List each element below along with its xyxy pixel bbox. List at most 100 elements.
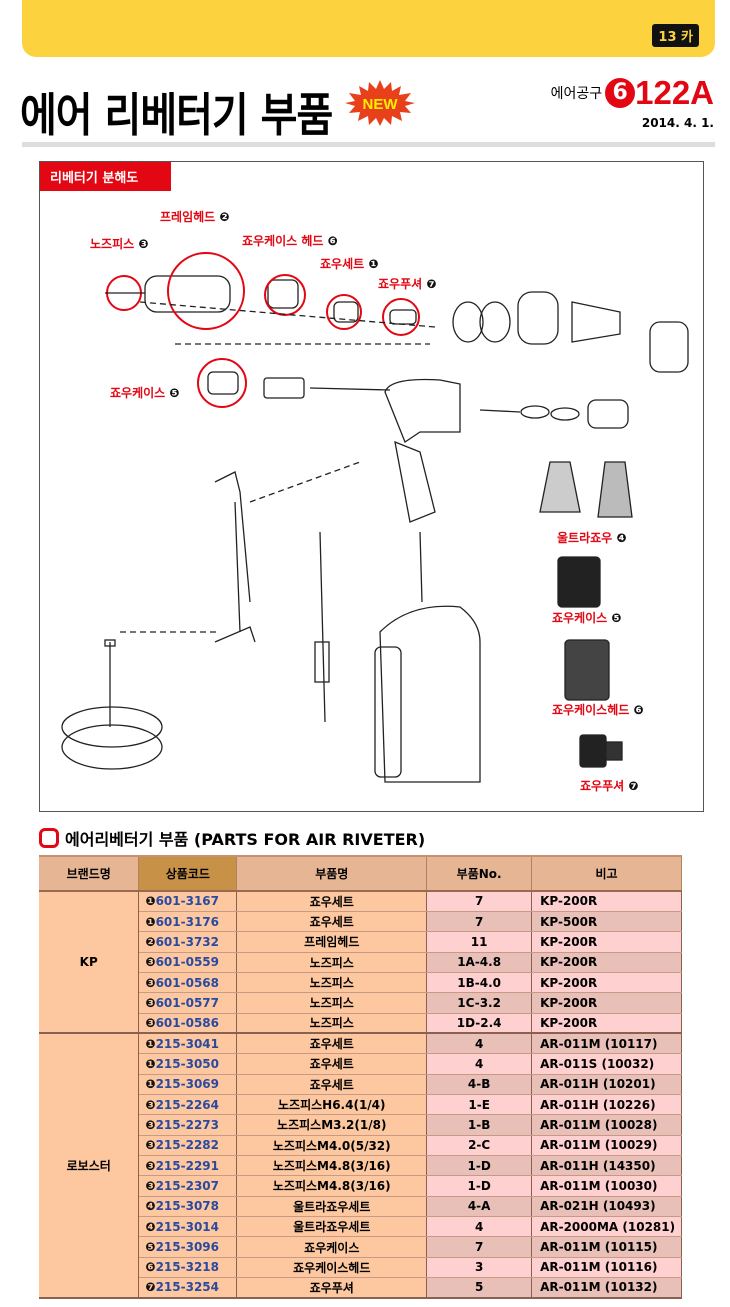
remark: AR-011H (14350) — [531, 1155, 682, 1177]
callout-number: ❸ — [145, 1138, 156, 1153]
label-frame-head: 프레임헤드 ❷ — [160, 210, 230, 224]
product-code: ❶215-3041 — [138, 1033, 238, 1055]
part-name: 노즈피스H6.4(1/4) — [236, 1094, 428, 1116]
product-code: ❹215-3078 — [138, 1196, 238, 1218]
product-code: ❷601-3732 — [138, 931, 238, 953]
remark: KP-200R — [531, 952, 682, 973]
code-text: 215-2273 — [155, 1117, 219, 1132]
part-name: 노즈피스M4.8(3/16) — [236, 1175, 428, 1197]
new-badge-burst-icon: NEW — [345, 80, 415, 126]
callout-number: ❸ — [145, 995, 156, 1010]
code-text: 215-3254 — [155, 1280, 219, 1295]
code-text: 601-0586 — [155, 1015, 219, 1030]
callout-number: ❸ — [145, 1015, 156, 1030]
new-badge-text: NEW — [363, 96, 399, 113]
part-no: 4-A — [426, 1196, 533, 1218]
part-no: 1C-3.2 — [426, 992, 533, 1014]
col-remark: 비고 — [531, 855, 682, 892]
code-text: 215-3041 — [155, 1036, 219, 1051]
category-number: 6 — [605, 78, 636, 108]
label-ultra-jaw: 울트라죠우 ❹ — [557, 531, 627, 545]
part-name: 노즈피스 — [236, 972, 428, 994]
part-name: 죠우세트 — [236, 1033, 428, 1055]
callout-number: ❸ — [145, 1117, 156, 1132]
divider — [22, 142, 715, 147]
part-name: 울트라죠우세트 — [236, 1216, 428, 1238]
product-code: ❸215-2264 — [138, 1094, 238, 1116]
callout-number: ❻ — [145, 1260, 156, 1275]
product-code: ❼215-3254 — [138, 1277, 238, 1299]
product-code: ❸215-2282 — [138, 1135, 238, 1156]
callout-number: ❶ — [145, 914, 156, 929]
code-text: 601-0568 — [155, 975, 219, 990]
remark: AR-011H (10201) — [531, 1074, 682, 1095]
code-text: 215-3218 — [155, 1260, 219, 1275]
callout-number: ❸ — [145, 1158, 156, 1173]
remark: AR-021H (10493) — [531, 1196, 682, 1218]
product-code: ❸215-2291 — [138, 1155, 238, 1177]
part-name: 노즈피스 — [236, 1013, 428, 1035]
part-no: 1-D — [426, 1175, 533, 1197]
catalog-code: 에어공구 6 122A — [551, 74, 714, 112]
part-no: 5 — [426, 1277, 533, 1299]
code-text: 215-3014 — [155, 1219, 219, 1234]
part-no: 1-D — [426, 1155, 533, 1177]
code-text: 215-2307 — [155, 1178, 219, 1193]
callout-number: ❸ — [145, 1097, 156, 1112]
code-text: 215-3050 — [155, 1056, 219, 1071]
part-name: 죠우세트 — [236, 1053, 428, 1075]
label-jaw-case-photo: 죠우케이스 ❺ — [552, 611, 622, 625]
part-no: 7 — [426, 911, 533, 933]
col-part-name: 부품명 — [236, 855, 428, 892]
callout-number: ❶ — [145, 1036, 156, 1051]
remark: KP-200R — [531, 972, 682, 994]
part-no: 1A-4.8 — [426, 952, 533, 973]
part-no: 4-B — [426, 1074, 533, 1095]
label-jaw-pusher: 죠우푸셔 ❼ — [378, 277, 437, 291]
col-brand: 브랜드명 — [39, 855, 140, 892]
product-code: ❸601-0577 — [138, 992, 238, 1014]
product-code: ❸215-2307 — [138, 1175, 238, 1197]
remark: KP-200R — [531, 992, 682, 1014]
remark: AR-011M (10116) — [531, 1257, 682, 1279]
code-text: 215-3069 — [155, 1077, 219, 1092]
part-no: 4 — [426, 1216, 533, 1238]
product-code: ❹215-3014 — [138, 1216, 238, 1238]
remark: AR-011M (10115) — [531, 1236, 682, 1258]
remark: KP-500R — [531, 911, 682, 933]
octagon-icon — [39, 828, 59, 848]
product-code: ❶601-3176 — [138, 911, 238, 933]
part-no: 3 — [426, 1257, 533, 1279]
callout-number: ❶ — [145, 894, 156, 909]
brand-cell: 로보스터 — [39, 1033, 140, 1299]
remark: AR-011M (10030) — [531, 1175, 682, 1197]
product-code: ❶601-3167 — [138, 891, 238, 912]
remark: AR-011M (10117) — [531, 1033, 682, 1055]
part-no: 4 — [426, 1053, 533, 1075]
category-label: 에어공구 — [550, 86, 603, 102]
part-no: 1D-2.4 — [426, 1013, 533, 1035]
callout-number: ❸ — [145, 975, 156, 990]
remark: AR-011M (10028) — [531, 1114, 682, 1136]
label-jaw-case-head: 죠우케이스 헤드 ❻ — [242, 234, 338, 248]
part-no: 1B-4.0 — [426, 972, 533, 994]
callout-number: ❼ — [145, 1280, 156, 1295]
code-text: 215-3096 — [155, 1240, 219, 1255]
callout-number: ❶ — [145, 1056, 156, 1071]
callout-number: ❷ — [145, 934, 156, 949]
part-name: 노즈피스M4.8(3/16) — [236, 1155, 428, 1177]
label-nose-piece: 노즈피스 ❸ — [90, 237, 149, 251]
parts-section-title: 에어리베터기 부품 (PARTS FOR AIR RIVETER) — [39, 826, 425, 850]
part-name: 노즈피스M4.0(5/32) — [236, 1135, 428, 1156]
part-name: 죠우케이스 — [236, 1236, 428, 1258]
exploded-diagram: 리베터기 분해도 — [39, 161, 704, 812]
part-no: 7 — [426, 891, 533, 912]
